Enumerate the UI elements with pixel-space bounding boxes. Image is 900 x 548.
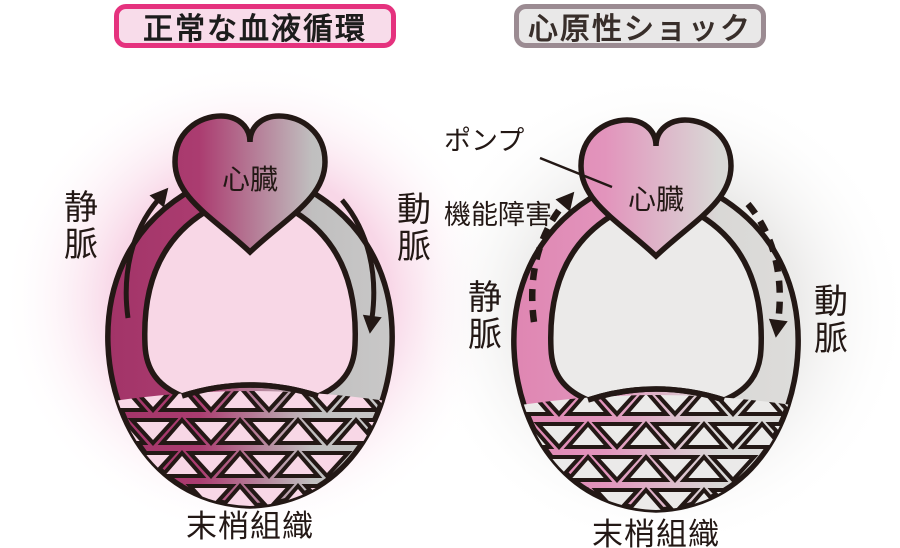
label-pump-failure-line1: ポンプ xyxy=(444,126,525,156)
label-artery-right: 動脈 xyxy=(814,283,848,358)
title-cardiogenic-shock: 心原性ショック xyxy=(514,4,766,48)
label-heart-left: 心臓 xyxy=(221,164,278,195)
title-cardiogenic-shock-text: 心原性ショック xyxy=(528,13,752,46)
label-vein-left: 静脈 xyxy=(64,189,98,264)
title-normal-circulation: 正常な血液循環 xyxy=(114,4,396,48)
label-pump-failure: ポンプ 機能障害 xyxy=(444,86,552,271)
label-vein-right: 静脈 xyxy=(468,279,502,354)
label-pump-failure-line2: 機能障害 xyxy=(444,200,552,230)
label-heart-right: 心臓 xyxy=(627,184,684,215)
label-tissue-left: 末梢組織 xyxy=(186,509,314,544)
circulation-artwork xyxy=(0,60,900,548)
pump-failure-pointer-line xyxy=(539,156,613,189)
label-tissue-right: 末梢組織 xyxy=(592,517,720,548)
title-normal-circulation-text: 正常な血液循環 xyxy=(143,13,367,46)
label-artery-left: 動脈 xyxy=(397,191,431,266)
